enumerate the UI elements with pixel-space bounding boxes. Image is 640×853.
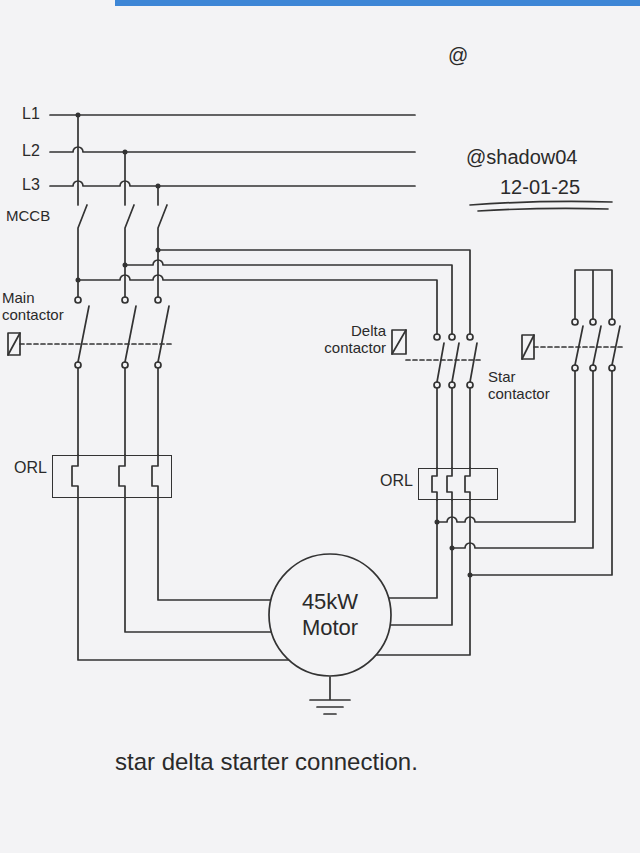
junction-dots: [76, 113, 473, 578]
mccb-pole: [78, 115, 87, 297]
date-note: 12-01-25: [500, 176, 580, 199]
motor-rating: 45kW Motor: [289, 589, 371, 642]
motor-circle-outline: [269, 554, 391, 676]
contact-terminal: [572, 365, 578, 371]
motor-wire: [158, 498, 271, 600]
star-point-bar: [575, 270, 612, 319]
junction-dot: [123, 150, 128, 155]
coil-symbol: [8, 333, 20, 355]
contact-terminal: [449, 334, 455, 340]
coil-symbol: [522, 335, 534, 359]
contact-blade: [125, 306, 136, 455]
contact-blade: [470, 343, 477, 468]
supply-line: [50, 181, 415, 186]
earth-symbol: [310, 677, 350, 714]
overload-element: [72, 455, 158, 498]
coil-symbol: [392, 330, 406, 354]
motor-wire: [376, 500, 470, 655]
breaker-label: MCCB: [6, 207, 50, 224]
phase-label: L2: [22, 142, 40, 160]
delta-contactor-symbol: [392, 330, 482, 468]
motor-wire: [390, 500, 452, 625]
tap-wire: [158, 250, 470, 334]
supply-line: [50, 114, 415, 116]
contact-terminal: [434, 382, 440, 388]
relay-label: ORL: [380, 472, 413, 490]
mechanical-link: [20, 343, 172, 345]
contact-terminal: [609, 319, 615, 325]
motor-wire: [389, 500, 437, 598]
relay-label: ORL: [14, 459, 47, 477]
motor-circle: 45kW Motor: [268, 553, 392, 677]
corner-mark: @: [448, 44, 468, 67]
author-handle: @shadow04: [466, 146, 577, 169]
overload-element: [432, 468, 470, 500]
contact-terminal: [449, 382, 455, 388]
contact-blade: [78, 306, 89, 455]
motor-wire: [125, 498, 271, 632]
motor-wire: [78, 498, 289, 660]
contact-blade: [593, 326, 601, 365]
contact-terminal: [75, 297, 81, 303]
coil-symbol: [522, 335, 534, 359]
contact-terminal: [467, 334, 473, 340]
overload-relay: ORL: [418, 468, 498, 500]
top-edge-strip: [115, 0, 640, 6]
contact-terminal: [122, 297, 128, 303]
underline: [470, 201, 612, 211]
star-contactor-symbol: [522, 270, 622, 371]
contact-terminal: [155, 362, 161, 368]
contact-blade: [158, 306, 169, 455]
overload-relay: ORL: [52, 455, 172, 498]
contact-terminal: [122, 362, 128, 368]
junction-dot: [156, 184, 161, 189]
contactor-label: Main contactor: [2, 289, 72, 324]
contact-blade: [575, 326, 583, 365]
coil-symbol: [8, 333, 20, 355]
contact-terminal: [75, 362, 81, 368]
contact-blade: [437, 343, 444, 468]
junction-dot: [76, 113, 81, 118]
mechanical-link: [406, 359, 482, 361]
motor-text-box: 45kW Motor: [289, 589, 371, 642]
contactor-label: Star contactor: [488, 368, 564, 403]
contactor-label: Delta contactor: [300, 322, 386, 357]
phase-label: L1: [22, 105, 40, 123]
coil-symbol: [392, 330, 406, 354]
tap-wire: [125, 260, 452, 334]
contact-terminal: [434, 334, 440, 340]
phase-label: L3: [22, 176, 40, 194]
contact-terminal: [609, 365, 615, 371]
contact-terminal: [572, 319, 578, 325]
contact-blade: [452, 343, 459, 468]
caption: star delta starter connection.: [115, 748, 418, 776]
mechanical-link: [534, 346, 622, 348]
contact-terminal: [467, 382, 473, 388]
supply-line: [50, 147, 415, 152]
contact-terminal: [590, 365, 596, 371]
contact-terminal: [590, 319, 596, 325]
contact-blade: [612, 326, 620, 365]
contact-terminal: [155, 297, 161, 303]
